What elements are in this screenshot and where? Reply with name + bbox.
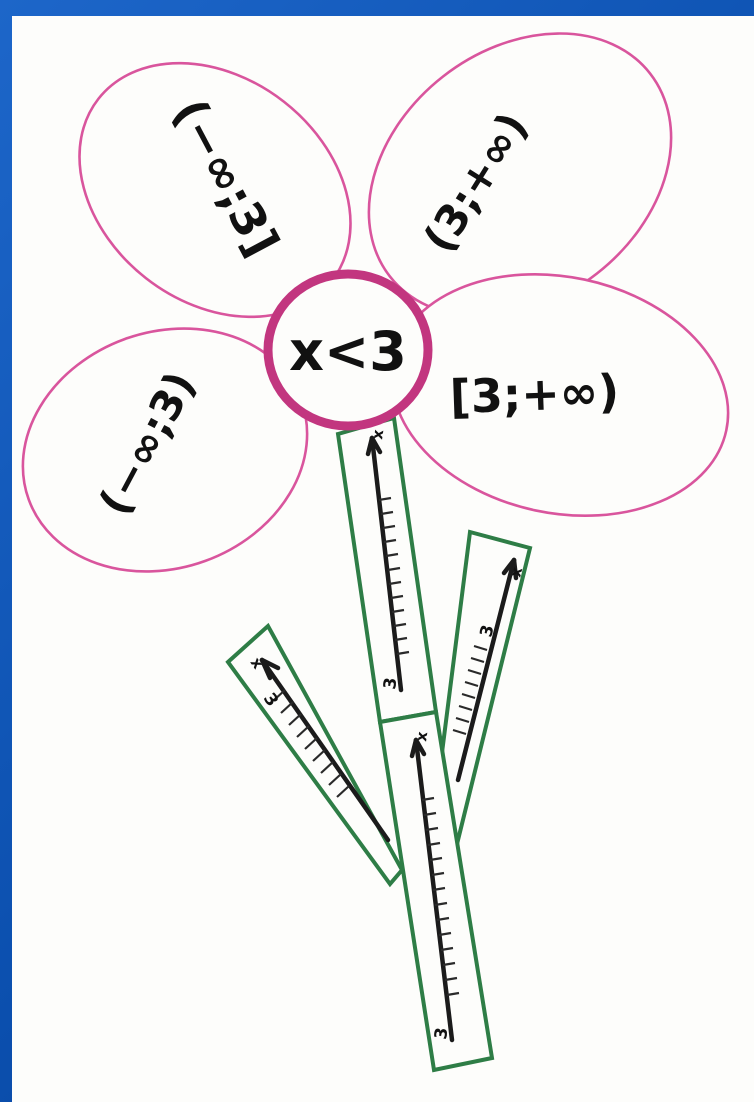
center-inequality-label: x<3 bbox=[289, 320, 407, 383]
stem-lower-axis-label: x bbox=[412, 730, 431, 742]
number-line-stem-lower: 3 x bbox=[377, 709, 495, 1073]
stem-upper-point-label: 3 bbox=[380, 676, 401, 691]
stem-upper-axis-label: x bbox=[368, 428, 387, 440]
petal-top-right bbox=[367, 32, 673, 318]
leaf-right-axis-label: x bbox=[506, 565, 526, 579]
leaf-right-point-label: 3 bbox=[476, 623, 498, 639]
flower-center bbox=[263, 269, 433, 431]
number-line-leaf-left: 3 x bbox=[225, 622, 405, 888]
stem-lower-point-label: 3 bbox=[431, 1026, 452, 1041]
petal-label-bottom-right: [3;+∞) bbox=[449, 364, 620, 424]
number-line-stem-upper: 3 x bbox=[335, 415, 439, 725]
